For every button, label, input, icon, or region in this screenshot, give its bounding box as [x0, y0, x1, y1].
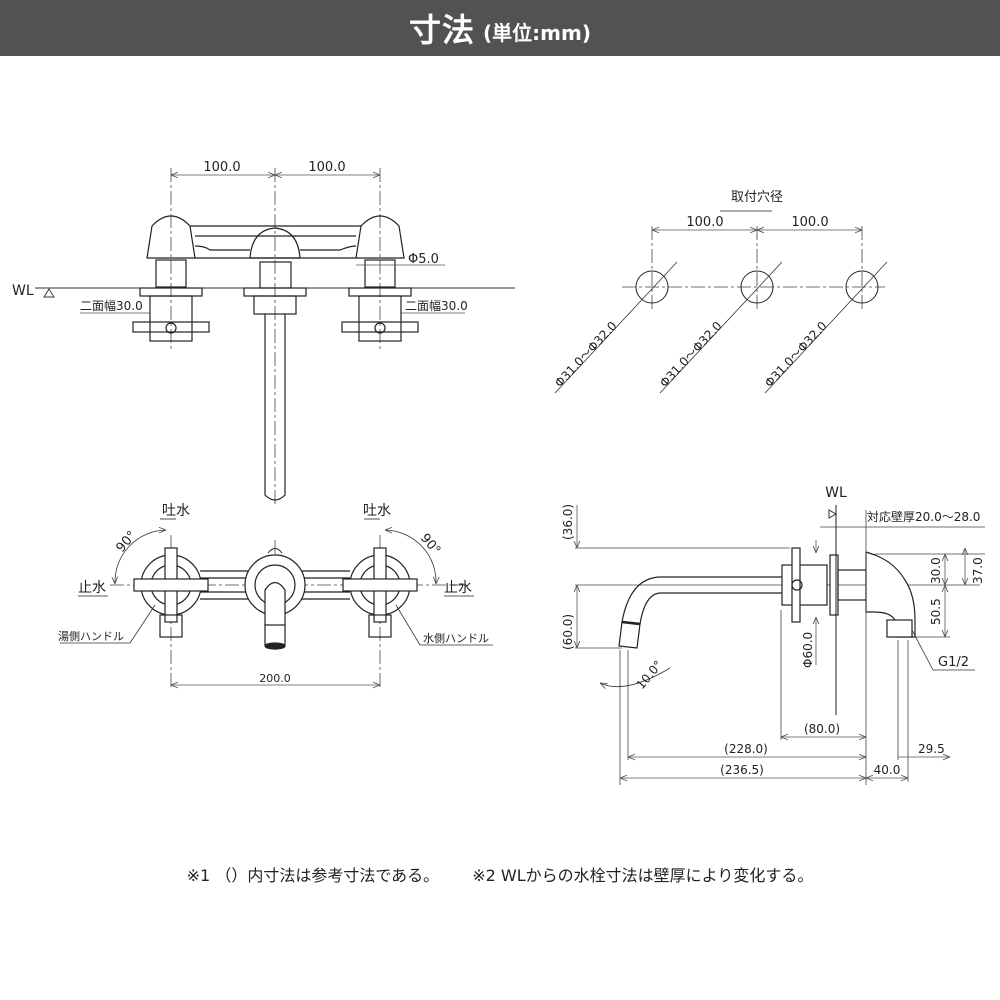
side-view: [575, 505, 985, 785]
center-dome: [249, 227, 301, 259]
side-handle-hole: [791, 579, 803, 591]
side-thread: [886, 619, 913, 638]
angle-right-label: 90°: [417, 531, 443, 558]
side-aerator: [618, 621, 641, 649]
side-dim-29-5: 29.5: [918, 742, 945, 756]
right-stem: [364, 259, 396, 288]
wall-thickness-label: 対応壁厚20.0～28.0: [867, 509, 980, 524]
mount-hole-2: [740, 270, 774, 304]
phi5-label: Φ5.0: [408, 252, 439, 267]
header-banner: 寸法 (単位:mm): [0, 0, 1000, 56]
side-dim-phi60: Φ60.0: [801, 632, 815, 668]
hot-inlet: [159, 614, 183, 638]
note-1: ※1 （）内寸法は参考寸法である。: [186, 866, 440, 885]
left-stem: [155, 259, 187, 288]
side-wl-label: WL: [825, 485, 847, 501]
mount-hole-1: [635, 270, 669, 304]
side-dim-60: (60.0): [561, 614, 575, 650]
mount-hole-3: [845, 270, 879, 304]
side-dim-36: (36.0): [561, 504, 575, 540]
front-view: [35, 168, 515, 505]
thread-label: G1/2: [938, 655, 969, 670]
spout-left-label: 吐水: [162, 503, 190, 519]
top-spout: [264, 581, 286, 625]
hole-dim-left: 100.0: [686, 215, 723, 230]
hole-label-3: Φ31.0～Φ32.0: [762, 319, 830, 390]
note-2: ※2 WLからの水栓寸法は壁厚により変化する。: [472, 866, 814, 885]
side-wl-triangle-icon: [828, 509, 837, 519]
front-centerlines: [170, 168, 381, 505]
hole-view-title: 取付穴径: [731, 190, 783, 205]
side-dim-37: 37.0: [971, 557, 985, 584]
side-elbow: [865, 551, 916, 638]
right-handle-hole: [374, 322, 386, 334]
side-dim-236-5: (236.5): [720, 763, 764, 777]
side-flange: [829, 554, 839, 616]
left-handle-cap: [146, 215, 196, 259]
top-dim-width: 200.0: [259, 672, 291, 685]
left-nut: [149, 295, 193, 342]
side-handle-bar: [791, 547, 801, 623]
left-handle-bar: [132, 321, 210, 333]
hex-left-label: 二面幅30.0: [80, 298, 143, 313]
front-wl-label: WL: [12, 283, 34, 299]
hot-handle-label: 湯側ハンドル: [58, 630, 124, 643]
angle-left-label: 90°: [114, 528, 140, 555]
bridge-body: [190, 225, 361, 251]
side-dim-228: (228.0): [724, 742, 768, 756]
footnotes: ※1 （）内寸法は参考寸法である。 ※2 WLからの水栓寸法は壁厚により変化する…: [0, 862, 1000, 886]
hex-right-label: 二面幅30.0: [405, 298, 468, 313]
right-handle-cap: [355, 215, 405, 259]
header-title: 寸法: [409, 11, 476, 49]
right-nut: [358, 295, 402, 342]
right-handle-bar: [341, 321, 419, 333]
aerator: [264, 642, 286, 650]
front-dim-left: 100.0: [203, 160, 240, 175]
front-spout: [264, 314, 286, 501]
spout-right-label: 吐水: [363, 503, 391, 519]
center-stem: [259, 261, 292, 289]
stop-right-label: 止水: [444, 580, 472, 596]
header-unit: (単位:mm): [483, 20, 591, 45]
left-handle-hole: [165, 322, 177, 334]
top-view: [60, 518, 493, 690]
side-dim-50-5: 50.5: [929, 598, 943, 625]
center-nut: [253, 295, 297, 315]
side-handle-body: [781, 564, 828, 606]
side-spout: [621, 576, 782, 625]
side-dim-80: (80.0): [804, 722, 840, 736]
hole-label-1: Φ31.0～Φ32.0: [552, 319, 620, 390]
hole-label-2: Φ31.0～Φ32.0: [657, 319, 725, 390]
cold-handle-label: 水側ハンドル: [423, 632, 489, 645]
side-dim-40: 40.0: [874, 763, 901, 777]
front-dim-right: 100.0: [308, 160, 345, 175]
side-angle-label: 10.0°: [634, 658, 666, 692]
wl-triangle-icon: [43, 288, 55, 298]
hole-dim-right: 100.0: [791, 215, 828, 230]
hole-view: [554, 210, 888, 394]
stop-left-label: 止水: [78, 580, 106, 596]
side-dim-30: 30.0: [929, 557, 943, 584]
cold-inlet: [368, 614, 392, 638]
